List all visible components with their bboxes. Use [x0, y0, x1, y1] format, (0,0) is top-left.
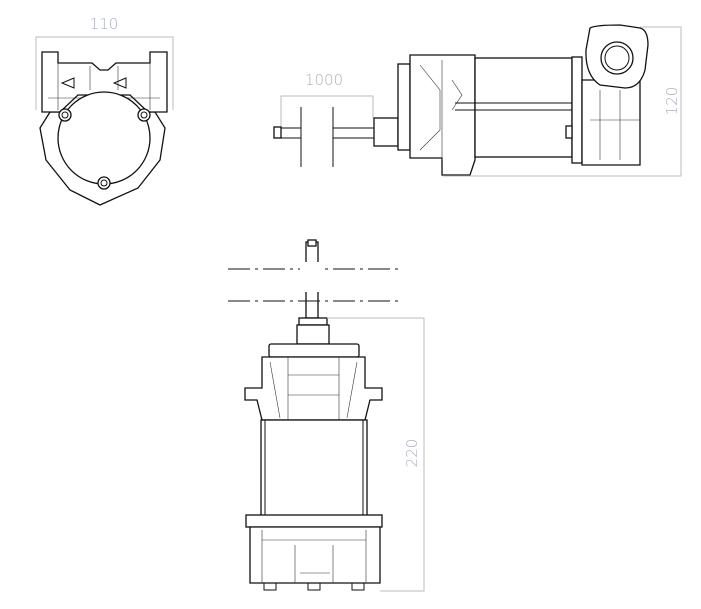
pump-housing: [581, 79, 641, 166]
cable-gland: [373, 117, 399, 147]
break-lines: [300, 107, 334, 167]
cable-end: [273, 126, 282, 139]
outlet-icon: [600, 41, 634, 75]
upper-housing: [244, 356, 383, 421]
gland: [296, 324, 330, 345]
bolt-icon: [137, 108, 151, 122]
side-view: 1000 120: [273, 24, 682, 177]
top-cap: [268, 343, 360, 358]
dimension-height-label: 120: [663, 87, 681, 116]
motor-body: [57, 91, 151, 185]
top-cap: [397, 63, 411, 151]
front-view: 110: [35, 15, 174, 206]
dimension-line-height: [443, 26, 682, 177]
lower-flange: [245, 514, 383, 528]
dimension-total-label: 220: [403, 439, 421, 468]
dimension-line-width: [35, 36, 174, 110]
bolt-icon: [58, 108, 72, 122]
elevation-view: 220: [228, 239, 425, 592]
arrow-icon: [60, 77, 127, 89]
bolt-icon: [97, 176, 111, 190]
dimension-cable-label: 1000: [305, 71, 343, 89]
dimension-line-cable: [280, 95, 374, 130]
dimension-line-total: [327, 317, 425, 592]
motor-body: [260, 419, 368, 517]
pump-housing: [249, 526, 381, 584]
dimension-width-label: 110: [90, 15, 119, 33]
pump-head-frame: [41, 51, 168, 113]
lower-flange: [571, 56, 583, 164]
cable: [280, 127, 374, 139]
gland-nut: [298, 317, 328, 326]
motor-body-side: [474, 57, 573, 158]
upper-housing: [409, 54, 476, 176]
shaft: [455, 102, 572, 111]
